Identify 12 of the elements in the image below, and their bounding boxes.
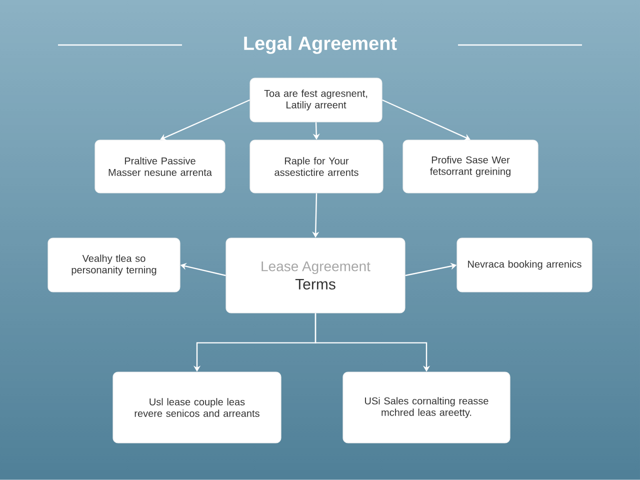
text-box: Profive Sase Wer fetsorrant greining xyxy=(402,140,538,194)
text-box: Lease Agreement Terms xyxy=(226,238,406,314)
text-box: Toa are fest agresnent, Latiliy arreent xyxy=(250,78,382,122)
arrow xyxy=(382,99,470,140)
text-box: Praltive Passive Masser nesune arrenta xyxy=(94,140,226,194)
text-box: Nevraca booking arrenics xyxy=(456,238,592,292)
text-box: USi Sales cornalting reasse mchred leas areetty. xyxy=(342,372,510,444)
arrow xyxy=(160,99,250,140)
text-box: Raple for Your assestictire arrents xyxy=(250,140,384,194)
text-box: Usl lease couple leas revere senicos and arreants xyxy=(112,372,282,444)
text-box: Vealhy tlea so personanity terning xyxy=(48,238,180,292)
title: Legal Agreement xyxy=(244,36,397,54)
